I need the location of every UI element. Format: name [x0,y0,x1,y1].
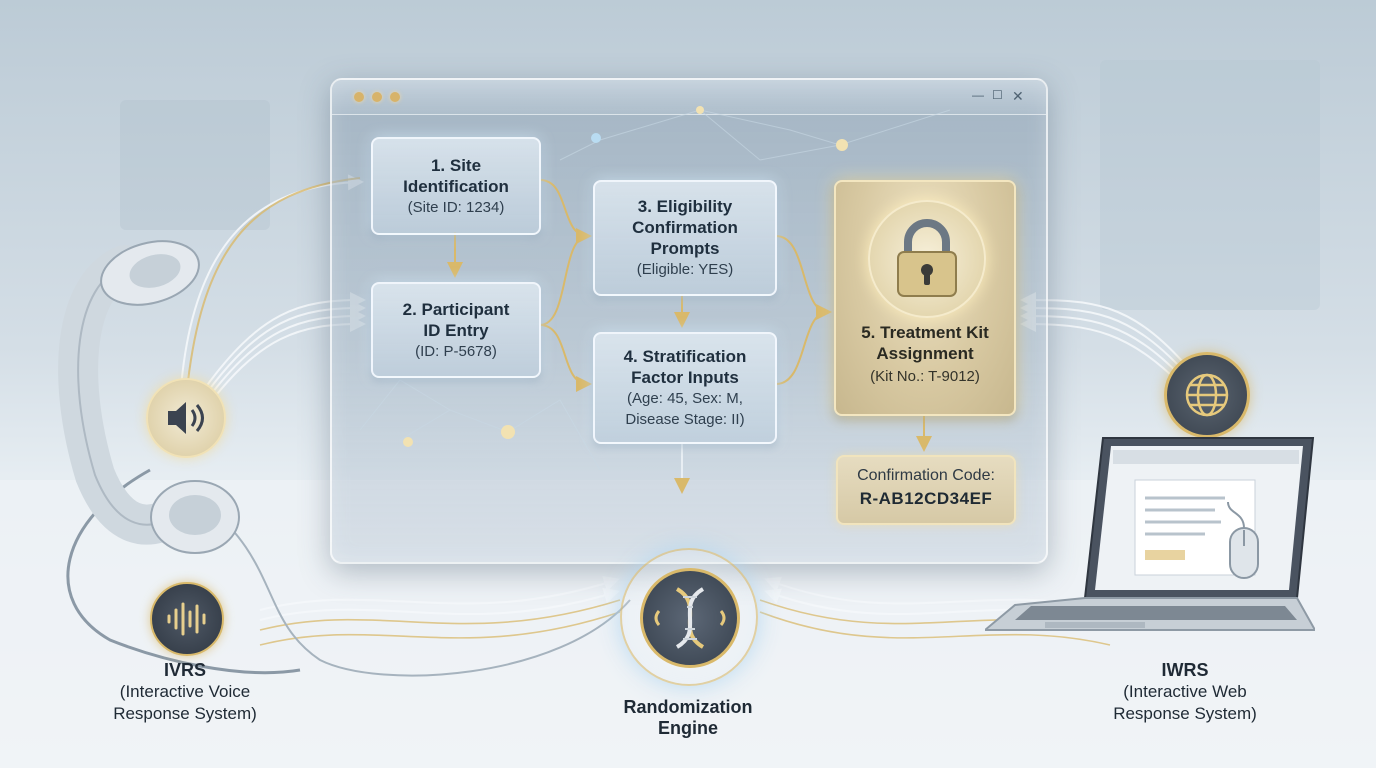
ivrs-desc: Response System) [113,704,257,723]
step-title: Confirmation [632,218,738,237]
ivrs-desc: (Interactive Voice [119,682,251,701]
sound-wave-icon [167,602,206,636]
randomization-engine-core [640,568,740,668]
mouse-icon [1227,501,1259,579]
engine-label: Randomization Engine [588,697,788,739]
kit-title: 5. Treatment Kit Assignment [836,322,1014,364]
confirmation-code: R-AB12CD34EF [859,489,993,508]
step-title: Factor Inputs [631,368,739,387]
iwrs-desc: Response System) [1113,704,1257,723]
kit-title-line: Assignment [876,344,974,363]
ivrs-name: IVRS [163,660,206,680]
step-participant-id-entry: 2. Participant ID Entry (ID: P-5678) [371,282,541,378]
lock-icon [897,219,957,297]
window-dot-minimize[interactable] [372,92,382,102]
background-panel-left [120,100,270,230]
step-site-identification: 1. Site Identification (Site ID: 1234) [371,137,541,235]
ivrs-label: IVRS (Interactive Voice Response System) [90,660,280,725]
speaker-icon [168,402,204,434]
step-eligibility-confirmation: 3. Eligibility Confirmation Prompts (Eli… [593,180,777,296]
kit-title-line: 5. Treatment Kit [861,323,989,342]
confirmation-code-box: Confirmation Code: R-AB12CD34EF [836,455,1016,525]
engine-label-line: Randomization [623,697,753,717]
globe-badge [1164,352,1250,438]
kit-value: (Kit No.: T-9012) [870,368,980,385]
step-title: Prompts [650,239,720,258]
step-stratification-factor-inputs: 4. Stratification Factor Inputs (Age: 45… [593,332,777,444]
iwrs-label: IWRS (Interactive Web Response System) [1090,660,1280,725]
confirmation-label: Confirmation Code: [857,467,995,484]
minimize-icon[interactable]: — [972,88,984,102]
engine-label-line: Engine [657,718,718,738]
window-dot-close[interactable] [354,92,364,102]
background-panel-right [1100,60,1320,310]
sound-wave-badge [150,582,224,656]
iwrs-name: IWRS [1161,660,1209,680]
maximize-icon[interactable]: ☐ [992,88,1003,102]
phone-handset-icon [58,240,240,554]
globe-icon [1185,373,1229,417]
network-nodes [403,106,848,447]
network-lines [359,109,951,471]
step-value: (ID: P-5678) [415,342,497,360]
step-value: Disease Stage: II) [625,411,745,428]
window-dot-zoom[interactable] [390,92,400,102]
step-title: 1. Site [430,155,482,175]
speaker-badge [146,378,226,458]
iwrs-desc: (Interactive Web [1123,682,1247,701]
step-title: 4. Stratification [623,347,747,366]
step-treatment-kit-assignment: 5. Treatment Kit Assignment (Kit No.: T-… [834,180,1016,416]
close-icon[interactable]: ✕ [1012,88,1024,104]
step-value: (Site ID: 1234) [407,198,505,216]
lock-badge [868,200,986,318]
step-title: 2. Participant [402,299,510,319]
step-title: 3. Eligibility [637,197,733,216]
step-value: (Eligible: YES) [636,261,734,278]
dna-icon [654,587,726,649]
step-title: ID Entry [423,320,489,340]
step-value: (Age: 45, Sex: M, [627,390,743,407]
step-title: Identification [403,176,509,196]
window-titlebar: — ☐ ✕ [332,80,1046,115]
